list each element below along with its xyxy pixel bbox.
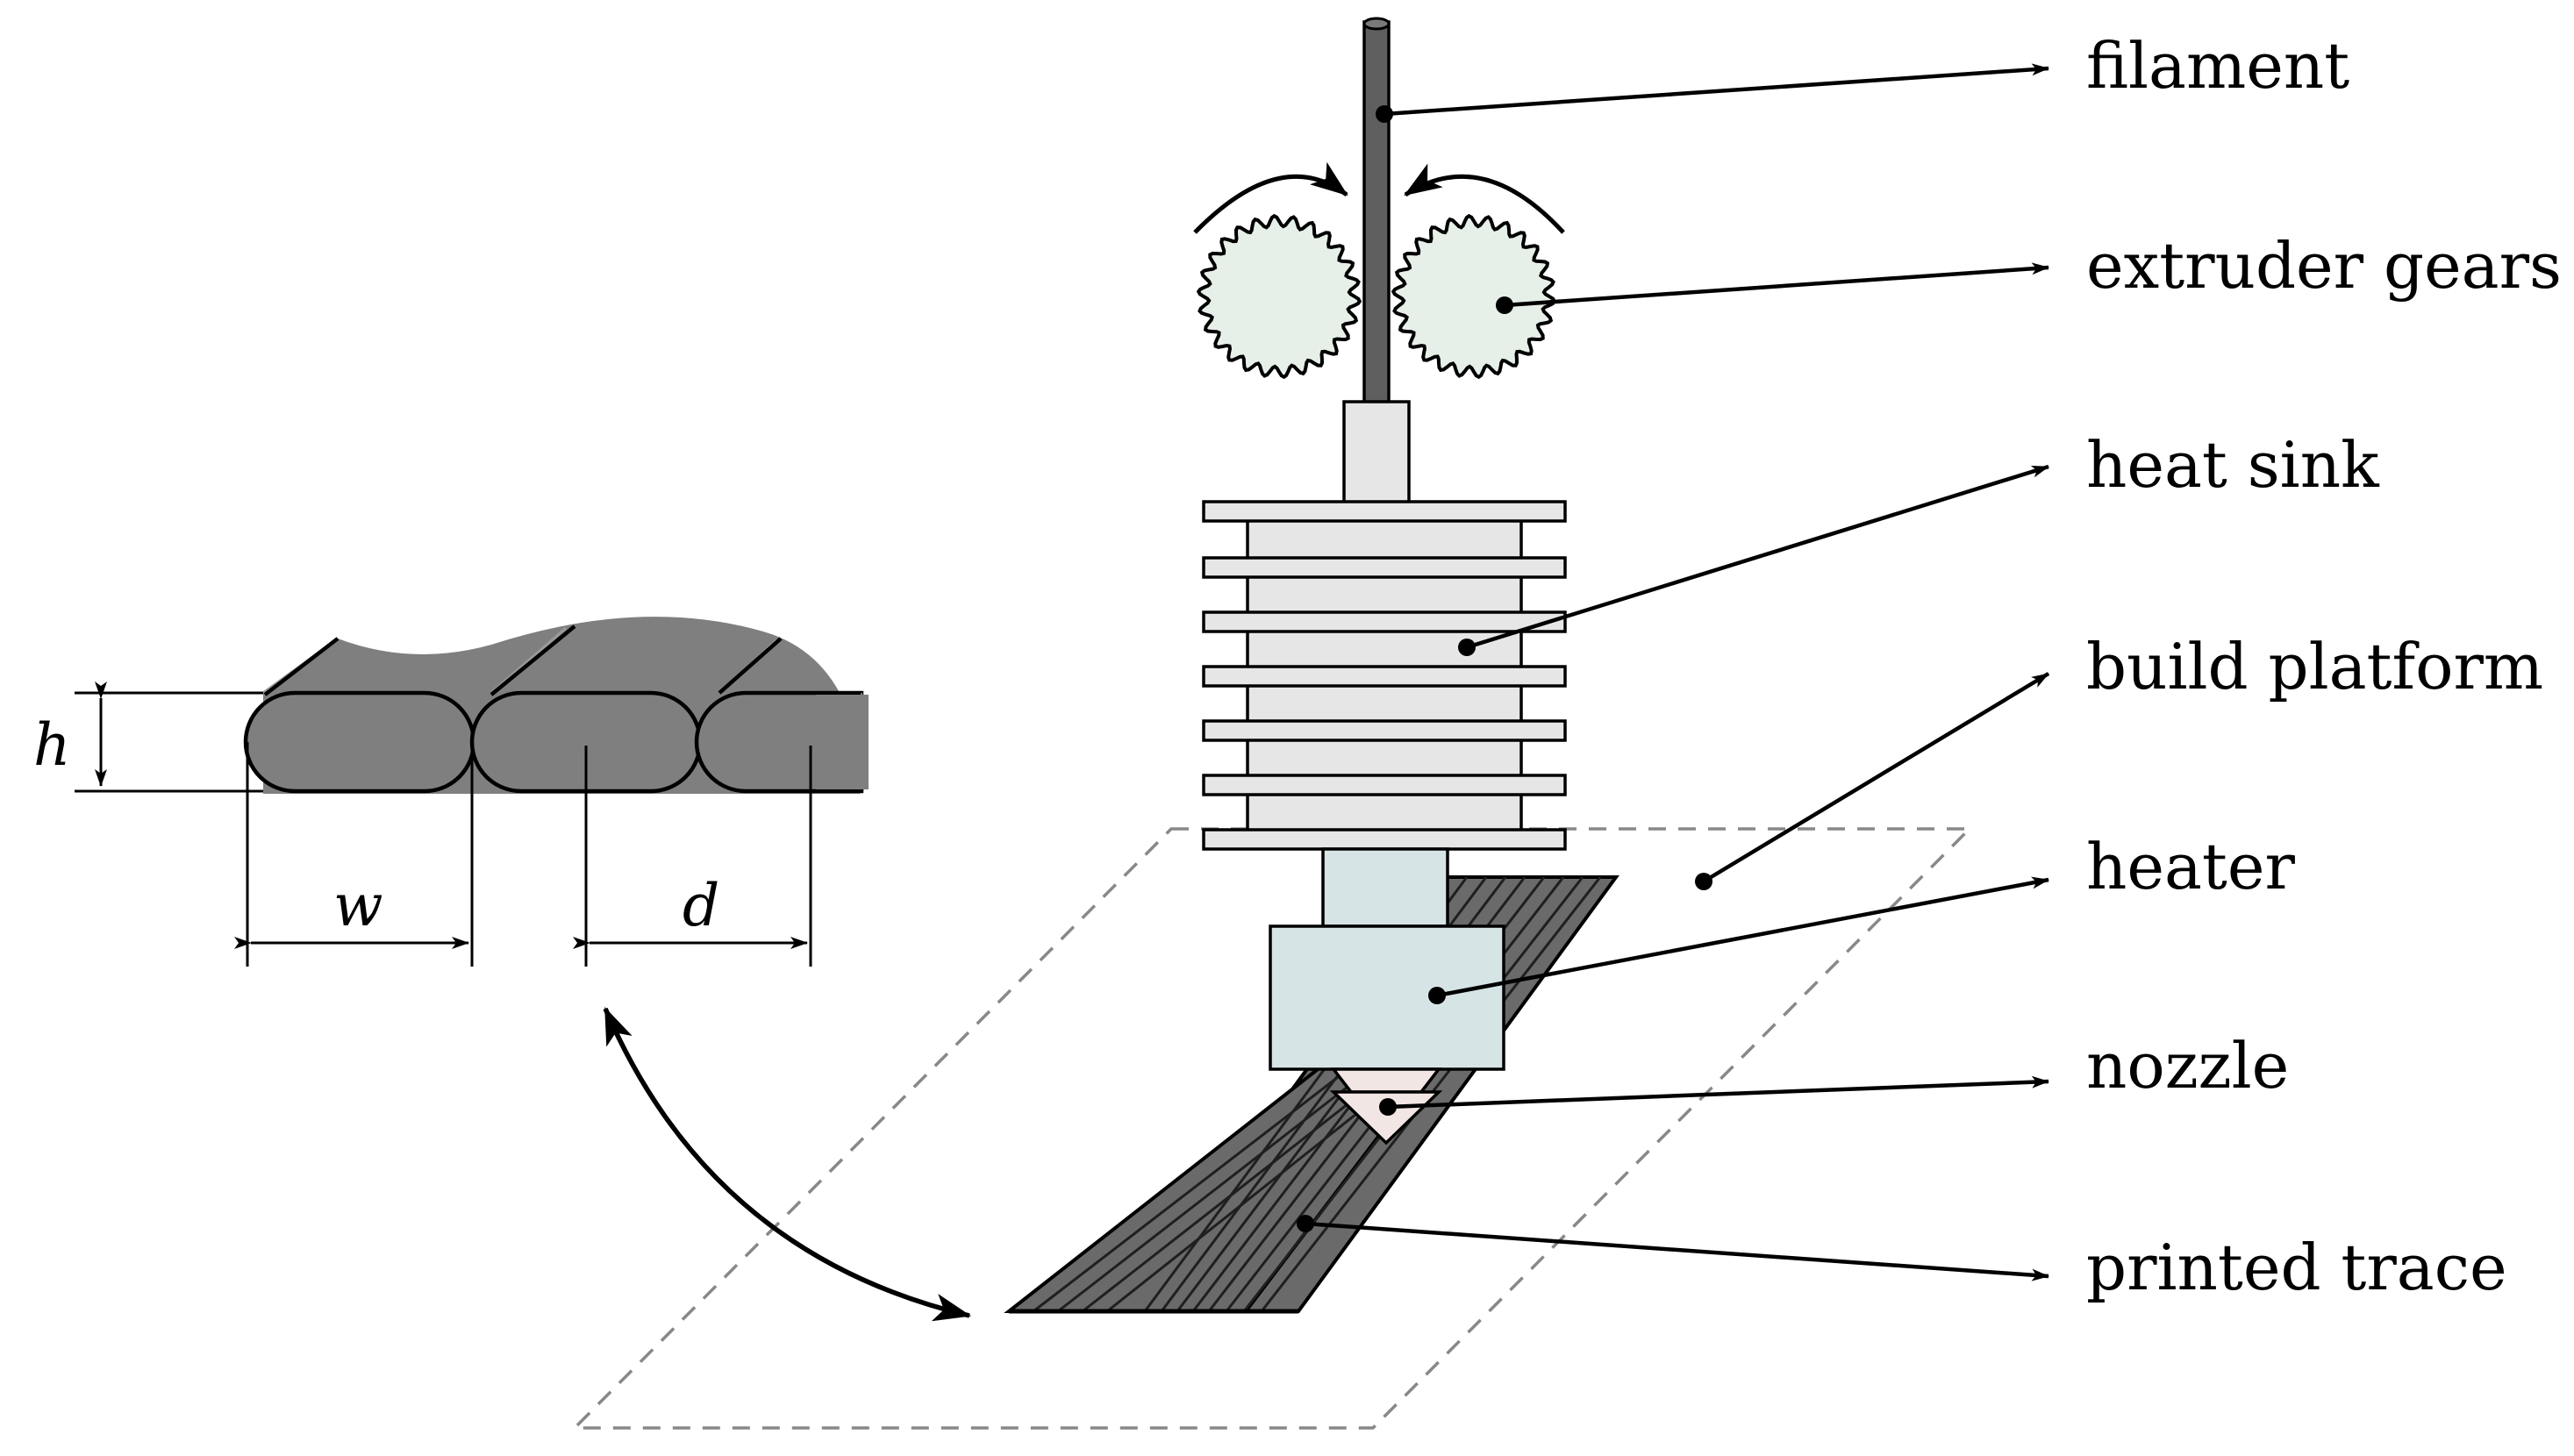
heater-neck (1321, 847, 1449, 928)
dimension-label-spacing: d (683, 872, 719, 939)
dimension-spacing (573, 746, 812, 967)
leader-heat-sink (1458, 464, 2049, 656)
leader-nozzle (1379, 1075, 2049, 1116)
gear-teeth-right (1391, 213, 1557, 380)
label-heat-sink: heat sink (2086, 428, 2380, 502)
heat-break (1342, 400, 1411, 504)
label-printed-trace: printed trace (2086, 1231, 2507, 1304)
extruder-gear-right (1391, 213, 1557, 380)
leader-printed-trace (1297, 1215, 2049, 1281)
label-build-platform: build platform (2086, 630, 2543, 703)
gear-rotation-arrow-left (1193, 161, 1348, 234)
label-heater: heater (2086, 830, 2295, 903)
dimension-height (75, 682, 263, 793)
leader-heater (1428, 876, 2049, 1004)
leader-filament (1376, 63, 2049, 123)
dimension-label-width: w (333, 872, 383, 939)
heater-block (1269, 924, 1505, 1071)
trace-cross-section (243, 617, 869, 794)
label-nozzle: nozzle (2086, 1029, 2289, 1103)
leader-extruder-gears (1496, 262, 2049, 314)
leader-build-platform (1695, 672, 2050, 890)
dimension-label-height: h (33, 711, 71, 779)
cross-section-link-arrow (603, 1007, 972, 1322)
label-filament: filament (2086, 29, 2349, 103)
label-extruder-gears: extruder gears (2086, 229, 2562, 303)
gear-rotation-arrow-right (1404, 163, 1565, 234)
dimension-width (234, 742, 474, 967)
gear-teeth-left (1196, 213, 1362, 380)
heat-sink (1202, 500, 1567, 851)
filament-rod (1362, 17, 1391, 410)
extruder-gear-left (1196, 213, 1362, 380)
